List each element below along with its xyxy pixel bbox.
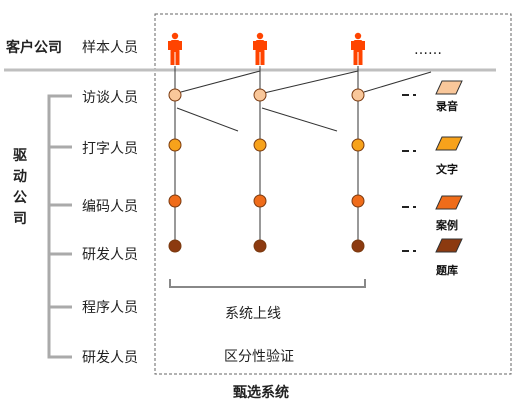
diag-line-5: [261, 107, 338, 132]
node-recording-1: [168, 88, 182, 102]
role-coding: 编码人员: [82, 199, 138, 215]
role-program: 程序人员: [82, 300, 138, 316]
legend-swatch-text: [435, 136, 463, 151]
legend-label-text: 文字: [436, 162, 458, 176]
diag-line-4: [176, 107, 239, 132]
legend-swatch-recording: [435, 80, 463, 95]
driver-char-3: 公: [13, 190, 27, 206]
node-case-3: [351, 194, 365, 208]
legend-swatch-case: [435, 195, 463, 210]
node-bank-2: [253, 239, 267, 253]
node-text-2: [253, 138, 267, 152]
diag-line-1: [180, 70, 261, 93]
legend-label-case: 案例: [435, 218, 458, 232]
role-sample: 样本人员: [82, 40, 138, 56]
role-typing: 打字人员: [82, 140, 138, 157]
node-recording-3: [351, 88, 365, 102]
person-icon-3: [351, 32, 365, 65]
driver-char-4: 司: [13, 211, 27, 227]
node-case-2: [253, 194, 267, 208]
system-online-label: 系统上线: [225, 306, 281, 322]
legend-label-bank: 题库: [436, 263, 458, 277]
diag-line-2: [263, 70, 359, 94]
driver-char-1: 驱: [13, 148, 27, 164]
ellipsis: ……: [414, 42, 442, 58]
validation-label: 区分性验证: [224, 349, 294, 365]
client-company-label: 客户公司: [5, 39, 62, 56]
person-icon-1: [168, 32, 182, 65]
legend-label-recording: 录音: [436, 99, 458, 113]
role-research: 研发人员: [82, 247, 138, 263]
node-bank-1: [168, 239, 182, 253]
system-online-bracket: [169, 279, 366, 288]
diag-line-3: [363, 71, 432, 93]
node-text-1: [168, 138, 182, 152]
legend: 录音 文字 案例 题库: [402, 80, 463, 277]
system-title: 甄选系统: [233, 384, 289, 401]
role-interview: 访谈人员: [82, 90, 138, 106]
node-text-3: [351, 138, 365, 152]
node-recording-2: [253, 88, 267, 102]
system-frame: [154, 13, 512, 375]
legend-swatch-bank: [435, 238, 463, 253]
node-case-1: [168, 194, 182, 208]
role-bracket: [47, 94, 72, 359]
person-icon-2: [253, 32, 267, 65]
role-research-2: 研发人员: [82, 350, 138, 366]
driver-char-2: 动: [13, 168, 27, 185]
node-bank-3: [351, 239, 365, 253]
